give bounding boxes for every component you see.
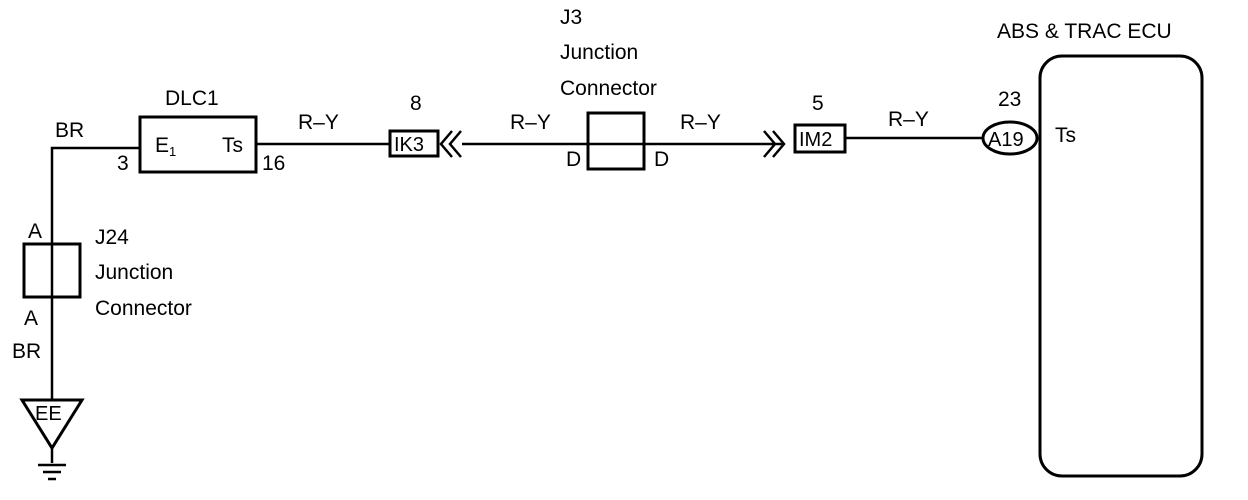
- ik3-pin-number: 8: [410, 92, 422, 115]
- j3-id: J3: [560, 6, 582, 29]
- ecu-title: ABS & TRAC ECU: [997, 20, 1172, 43]
- wire-label-im2-to-ecu: R–Y: [888, 108, 929, 131]
- j24-pin-top: A: [28, 220, 42, 243]
- ground-icon: [38, 463, 66, 481]
- im2-label: IM2: [799, 129, 832, 151]
- j3-junction-connector: J3 Junction Connector D D: [560, 6, 669, 171]
- wire-label-ik3-to-j3: R–Y: [510, 111, 551, 134]
- ik3-box: [388, 129, 440, 158]
- ground-label: EE: [35, 403, 62, 425]
- j3-name-line2: Connector: [560, 77, 657, 100]
- dlc1-pin-e-label: E: [155, 134, 169, 157]
- wires: [50, 136, 983, 463]
- j3-box: [586, 111, 646, 171]
- j24-junction-connector: A A J24 Junction Connector: [22, 220, 192, 330]
- j3-pin-right: D: [654, 148, 669, 171]
- im2-pin-number: 5: [812, 92, 824, 115]
- dlc1-pin-e-subscript: 1: [169, 144, 176, 159]
- dlc1-pin-e1: E1: [155, 134, 176, 159]
- j3-name-line1: Junction: [560, 41, 638, 64]
- br-wire-upper: [50, 146, 140, 244]
- ecu-connector-oval: [981, 120, 1039, 156]
- j24-name-line2: Connector: [95, 297, 192, 320]
- j3-pin-left: D: [566, 148, 581, 171]
- abs-trac-ecu: ABS & TRAC ECU 23 A19 Ts: [981, 20, 1204, 478]
- im2-box: [793, 123, 847, 154]
- dlc1-box: [138, 115, 258, 174]
- j24-id: J24: [95, 226, 129, 249]
- ground-triangle: [19, 398, 85, 451]
- dlc1-pin-number-right: 16: [262, 152, 285, 175]
- chevron-right-icon: [763, 130, 786, 158]
- ecu-connector-label: A19: [988, 129, 1024, 151]
- ik3-connector: 8 IK3: [388, 92, 440, 158]
- ground-ee: EE: [19, 398, 85, 451]
- wire-label-br-bottom: BR: [12, 340, 41, 363]
- chevron-left-icon: [439, 130, 462, 158]
- ik3-label: IK3: [394, 134, 424, 156]
- dlc1-pin-number-left: 3: [117, 152, 129, 175]
- j24-pin-bottom: A: [24, 307, 38, 330]
- ecu-pin-name: Ts: [1055, 124, 1076, 147]
- ecu-box: [1038, 54, 1204, 478]
- dlc1-pin-ts: Ts: [222, 134, 243, 157]
- im2-connector: 5 IM2: [793, 92, 847, 154]
- wire-label-dlc-to-ik3: R–Y: [298, 111, 339, 134]
- wire-label-br-top: BR: [55, 119, 84, 142]
- dlc1-connector: DLC1 E1 Ts 3 16: [117, 87, 285, 175]
- dlc1-title: DLC1: [165, 87, 219, 110]
- ecu-pin-number: 23: [998, 88, 1021, 111]
- wire-label-j3-to-im2: R–Y: [680, 111, 721, 134]
- j24-name-line1: Junction: [95, 261, 173, 284]
